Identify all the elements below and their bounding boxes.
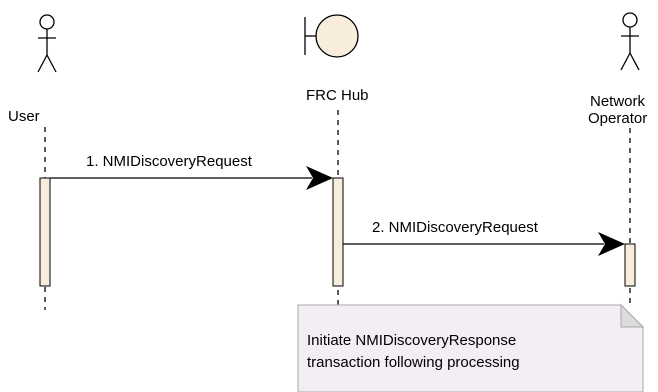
boundary-icon [304, 14, 359, 58]
message-1-label: 1. NMIDiscoveryRequest [86, 153, 252, 170]
note-line-2: transaction following processing [307, 354, 520, 371]
operator-actor-icon [620, 12, 640, 71]
hub-label: FRC Hub [306, 87, 369, 104]
note-text: Initiate NMIDiscoveryResponse transactio… [307, 330, 520, 374]
note-fold-icon [620, 303, 645, 328]
hub-activation-bar [332, 177, 344, 287]
operator-label-line2: Operator [588, 110, 648, 127]
user-actor-icon [37, 14, 57, 73]
operator-label-line1: Network [590, 93, 646, 110]
operator-activation-bar [624, 243, 636, 287]
note-line-1: Initiate NMIDiscoveryResponse [307, 332, 517, 349]
user-activation-bar [39, 177, 51, 287]
note-shape [297, 303, 645, 392]
user-label: User [8, 108, 40, 125]
message-2-arrow [343, 232, 625, 256]
message-1-arrow [50, 166, 333, 190]
message-2-label: 2. NMIDiscoveryRequest [372, 219, 538, 236]
